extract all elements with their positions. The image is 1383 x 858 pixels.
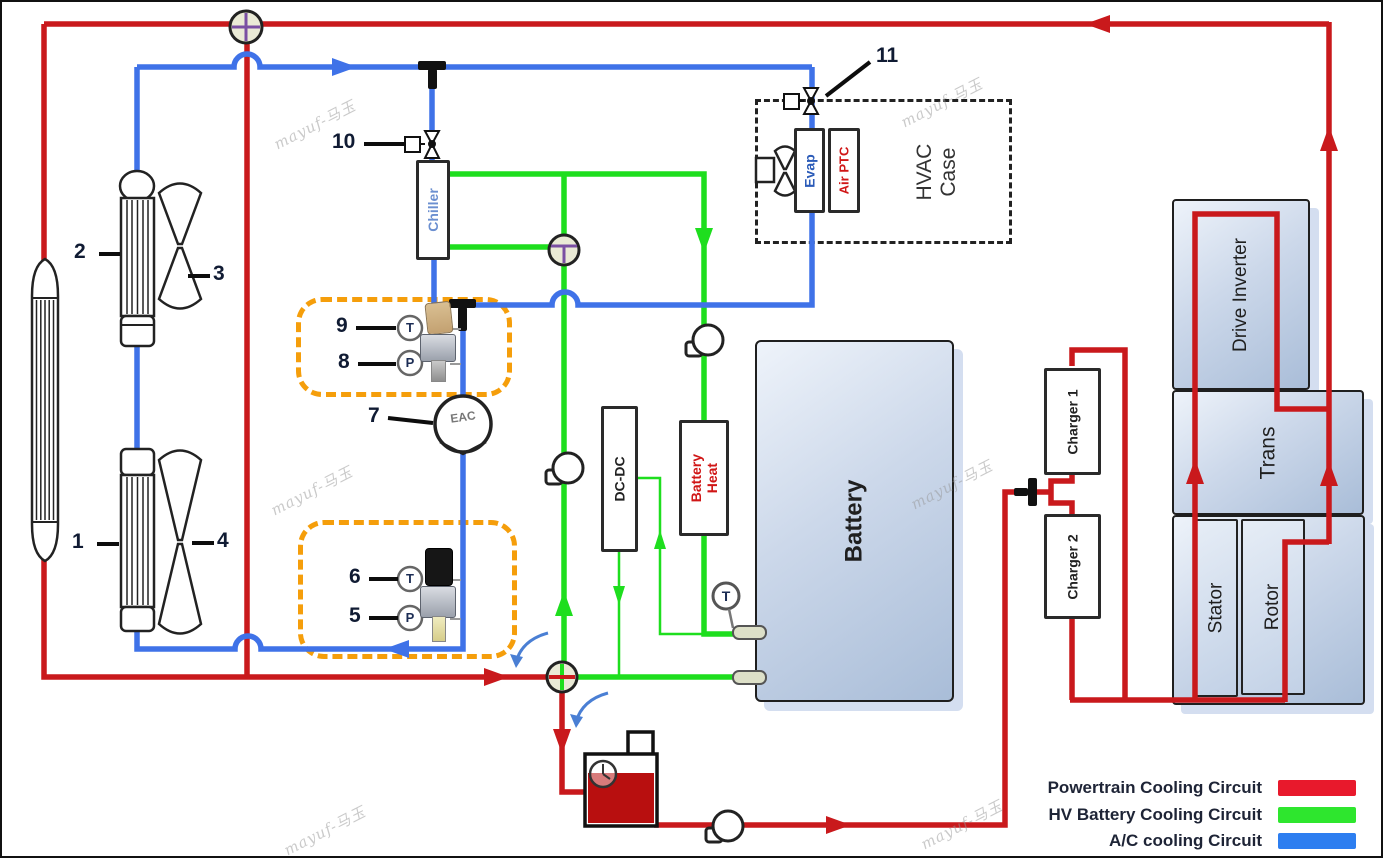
suction-pressure-sensor-label: P bbox=[405, 355, 415, 370]
evap-label: Evap bbox=[801, 153, 818, 188]
charger-tee-fitting bbox=[1014, 478, 1037, 506]
charger-1-label: Charger 1 bbox=[1064, 388, 1081, 455]
hvac-blower-fan-icon bbox=[754, 145, 797, 197]
charger-2-label: Charger 2 bbox=[1064, 533, 1081, 600]
callout-10: 10 bbox=[332, 130, 356, 153]
fan-3-icon bbox=[157, 182, 203, 310]
mixing-valve-green bbox=[547, 233, 581, 267]
coolant-pump-red bbox=[704, 809, 745, 844]
battery-temp-sensor-label: T bbox=[721, 588, 731, 604]
legend-ac-label: A/C cooling Circuit bbox=[1109, 831, 1262, 850]
charger-1-box: Charger 1 bbox=[1044, 368, 1101, 475]
coolant-pump-green-2 bbox=[544, 451, 585, 486]
fan-4-icon bbox=[157, 449, 203, 635]
callout-9: 9 bbox=[336, 314, 348, 337]
legend-row-powertrain: Powertrain Cooling Circuit bbox=[1002, 778, 1356, 798]
condenser-2 bbox=[118, 169, 156, 348]
battery-hose-fittings bbox=[732, 625, 767, 685]
battery-heater-box: Battery Heat bbox=[679, 420, 729, 536]
chiller-label: Chiller bbox=[425, 188, 442, 232]
battery-box: Battery bbox=[755, 340, 954, 702]
evap-box: Evap bbox=[794, 128, 825, 213]
battery-heater-label: Battery Heat bbox=[687, 453, 720, 503]
suction-temp-sensor-label: T bbox=[406, 320, 414, 335]
air-ptc-label: Air PTC bbox=[836, 146, 852, 195]
callout-1: 1 bbox=[72, 530, 84, 553]
condenser-1 bbox=[119, 447, 156, 633]
callout-6: 6 bbox=[349, 565, 361, 588]
callout-5: 5 bbox=[349, 604, 361, 627]
charger-2-box: Charger 2 bbox=[1044, 514, 1101, 619]
legend-row-hv-battery: HV Battery Cooling Circuit bbox=[1002, 805, 1356, 825]
trans-box: Trans bbox=[1172, 390, 1364, 515]
callout-7: 7 bbox=[368, 404, 380, 427]
rotor-box: Rotor bbox=[1241, 519, 1305, 695]
valve-switch-arrows bbox=[510, 631, 609, 728]
eac-compressor bbox=[433, 394, 493, 456]
suction-sensor-highlight-box bbox=[296, 297, 512, 397]
callout-4: 4 bbox=[217, 529, 229, 552]
suction-sensor-photo bbox=[420, 300, 456, 384]
chiller-box: Chiller bbox=[416, 160, 450, 260]
callout-leaders bbox=[97, 60, 872, 620]
coolant-reservoir bbox=[583, 730, 659, 828]
service-port-fitting-top bbox=[418, 61, 446, 89]
air-ptc-box: Air PTC bbox=[828, 128, 860, 213]
discharge-sensor-photo bbox=[420, 548, 456, 646]
legend-row-ac: A/C cooling Circuit bbox=[1002, 831, 1356, 851]
dcdc-branch-lines bbox=[617, 476, 704, 679]
callout-3: 3 bbox=[213, 262, 225, 285]
service-port-fitting-suction bbox=[449, 299, 476, 331]
discharge-pressure-sensor-label: P bbox=[405, 610, 415, 625]
legend-powertrain-swatch bbox=[1278, 780, 1356, 796]
legend-hv-battery-swatch bbox=[1278, 807, 1356, 823]
callout-2: 2 bbox=[74, 240, 86, 263]
dc-dc-box: DC-DC bbox=[601, 406, 638, 552]
expansion-valve-11-icon bbox=[783, 87, 820, 115]
four-way-valve-top bbox=[228, 9, 264, 45]
legend-hv-battery-label: HV Battery Cooling Circuit bbox=[1048, 805, 1262, 824]
callout-8: 8 bbox=[338, 350, 350, 373]
flow-arrows bbox=[332, 15, 1338, 834]
radiator bbox=[30, 257, 60, 563]
callout-11: 11 bbox=[876, 44, 899, 67]
dc-dc-label: DC-DC bbox=[611, 456, 628, 502]
expansion-valve-10-icon bbox=[404, 130, 441, 159]
discharge-temp-sensor-label: T bbox=[406, 571, 414, 586]
legend-powertrain-label: Powertrain Cooling Circuit bbox=[1047, 778, 1262, 797]
four-way-valve-bottom bbox=[545, 660, 579, 694]
legend-ac-swatch bbox=[1278, 833, 1356, 849]
coolant-pump-green-1 bbox=[684, 323, 725, 358]
